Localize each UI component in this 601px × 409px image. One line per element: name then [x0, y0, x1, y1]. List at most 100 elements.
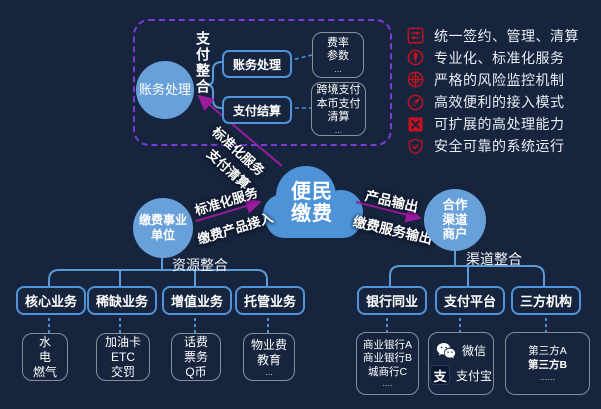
leaf-line: 教育 [256, 352, 281, 367]
category-label: 增值业务 [170, 294, 223, 309]
leaf-telecom: 话费 票务 Q币 [171, 333, 221, 381]
cloud-label-line: 便民 [291, 181, 333, 203]
feature-item: 安全可靠的系统运行 [407, 138, 579, 155]
circle-label-line: 单位 [150, 228, 175, 242]
category-core-business: 核心业务 [16, 286, 86, 315]
professional-tie-icon [407, 49, 424, 66]
contract-sliders-icon [407, 27, 424, 44]
feature-text: 安全可靠的系统运行 [434, 138, 565, 155]
leaf-line: 话费 [183, 334, 208, 349]
leaf-line: 电 [38, 349, 51, 364]
category-interbank: 银行同业 [357, 286, 427, 315]
category-label: 银行同业 [365, 294, 418, 309]
left-tree-lines [48, 258, 268, 287]
leaf-line: 水 [38, 334, 51, 349]
detail-line: 本币支付 [316, 97, 361, 110]
cloud-label-line: 缴费 [291, 203, 333, 225]
leaf-line: 第三方B [527, 359, 568, 371]
partner-channel-circle: 合作 渠道 商户 [424, 189, 486, 251]
ellipsis: ... [265, 366, 273, 377]
leaf-line: 第三方A [528, 345, 567, 358]
category-payment-platform: 支付平台 [435, 286, 505, 315]
node-label: 账务处理 [232, 57, 281, 72]
detail-line: 清算 [327, 111, 350, 124]
circle-label-line: 商户 [442, 227, 468, 242]
ellipsis: .... [382, 378, 393, 389]
ellipsis: ...... [539, 371, 555, 382]
feature-item: 专业化、标准化服务 [407, 49, 579, 66]
feature-text: 专业化、标准化服务 [434, 49, 565, 66]
category-label: 三方机构 [519, 294, 572, 309]
circle-label: 合作 渠道 商户 [442, 198, 467, 241]
detail-line: 参数 [327, 50, 349, 63]
leaf-line: 商业银行B [362, 352, 412, 365]
category-label: 核心业务 [24, 294, 77, 309]
feature-text: 高效便利的接入模式 [434, 94, 565, 111]
resource-integration-label: 资源整合 [172, 257, 228, 273]
alipay-icon: 支 [429, 365, 450, 385]
leaf-line: 燃气 [32, 364, 57, 379]
payment-integration-frame [133, 19, 392, 146]
wechat-icon [436, 343, 456, 359]
feature-item: 高效便利的接入模式 [407, 94, 579, 111]
fee-institutions-circle: 缴费事业 单位 [133, 198, 193, 258]
node-label: 支付结算 [232, 103, 281, 118]
leaf-line: 加油卡 [104, 334, 141, 349]
alipay-row: 支 支付宝 [429, 365, 492, 385]
leaf-line: 城商行C [367, 365, 408, 378]
category-custody-business: 托管业务 [235, 286, 305, 315]
wechat-label: 微信 [461, 344, 486, 358]
left-tree-dashed [48, 312, 269, 333]
leaf-payment-apps: 微信 支 支付宝 [428, 332, 494, 395]
detail-rate-params: 费率 参数 ... [312, 32, 364, 78]
payment-integration-label: 支付整合 [195, 31, 211, 95]
feature-item: 严格的风险监控机制 [407, 71, 579, 88]
feature-text: 严格的风险监控机制 [434, 71, 565, 88]
leaf-property-education: 物业费 教育 ... [243, 333, 295, 381]
node-account-processing: 账务处理 [222, 50, 292, 78]
ellipsis: ... [334, 125, 343, 136]
detail-line: 跨境支付 [316, 83, 361, 96]
leaf-line: 物业费 [250, 337, 287, 352]
leaf-line: ETC [111, 349, 135, 364]
category-label: 稀缺业务 [95, 294, 148, 309]
category-label: 托管业务 [243, 294, 296, 309]
detail-line: 费率 [327, 36, 349, 49]
category-third-party: 三方机构 [511, 286, 581, 315]
leaf-line: 票务 [183, 349, 208, 364]
leaf-fuel-etc: 加油卡 ETC 交罚 [96, 333, 150, 381]
leaf-utilities: 水 电 燃气 [22, 333, 68, 381]
node-payment-settlement: 支付结算 [222, 96, 292, 124]
circle-label-line: 缴费事业 [138, 213, 187, 227]
category-scarce-business: 稀缺业务 [87, 286, 157, 315]
accounting-circle-label: 账务处理 [138, 81, 191, 97]
rocket-access-icon [407, 94, 424, 110]
circle-label: 缴费事业 单位 [139, 213, 187, 243]
feature-item: 可扩展的高处理能力 [407, 116, 579, 133]
wechat-row: 微信 [436, 342, 486, 359]
circle-label-line: 渠道 [442, 212, 468, 227]
right-tree-dashed [386, 312, 547, 332]
category-label: 支付平台 [443, 294, 496, 309]
detail-crossborder: 跨境支付 本币支付 清算 ... [311, 82, 366, 136]
leaf-line: 交罚 [110, 364, 135, 379]
alipay-label: 支付宝 [455, 368, 492, 383]
feature-list: 统一签约、管理、清算 专业化、标准化服务 严格的风险监控机制 [407, 27, 579, 160]
leaf-line: Q币 [185, 364, 207, 379]
cloud-shape [263, 166, 363, 238]
feature-text: 可扩展的高处理能力 [434, 116, 565, 133]
flow-arrows [195, 94, 422, 223]
leaf-banks: 商业银行A 商业银行B 城商行C .... [356, 332, 419, 395]
shield-check-icon [408, 138, 423, 155]
feature-text: 统一签约、管理、清算 [434, 27, 579, 44]
accounting-circle: 账务处理 [136, 61, 194, 119]
leaf-third-parties: 第三方A 第三方B ...... [505, 332, 590, 395]
ellipsis: ... [334, 64, 342, 75]
channel-integration-label: 渠道整合 [466, 251, 522, 267]
expand-capacity-icon [408, 117, 423, 132]
risk-target-icon [407, 72, 424, 88]
right-tree-lines [389, 251, 545, 287]
circle-label-line: 合作 [442, 198, 468, 213]
